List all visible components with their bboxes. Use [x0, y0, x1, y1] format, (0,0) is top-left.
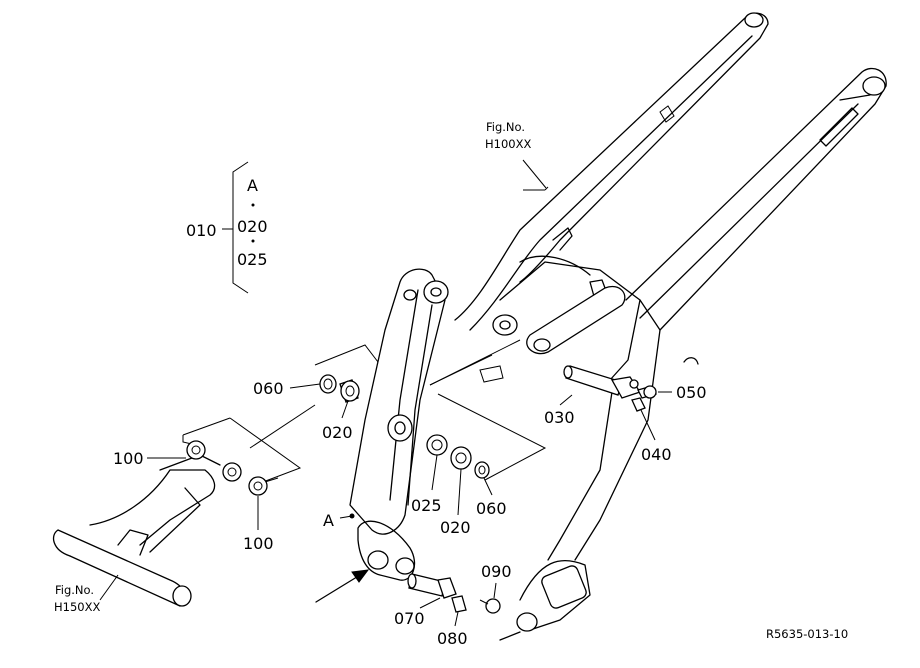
hardware-parts	[186, 365, 657, 614]
boom-arm	[454, 12, 887, 641]
callout-060-right: 060	[476, 499, 507, 518]
group-child-020-label: 020	[237, 217, 268, 236]
callout-020-left: 020	[322, 423, 353, 442]
fig-ref-h150-line2: H150XX	[54, 600, 100, 614]
callout-020-right: 020	[440, 518, 471, 537]
callout-050: 050	[676, 383, 707, 402]
figure-reference-h150: Fig.No. H150XX	[54, 583, 100, 614]
callout-060-left: 060	[253, 379, 284, 398]
assembly-planes	[182, 339, 547, 486]
part-callouts: 060 020 100 100 A 025 020 060 030 050 04…	[113, 379, 707, 648]
group-child-025-label: 025	[237, 250, 268, 269]
callout-080: 080	[437, 629, 468, 648]
fig-ref-h100-line1: Fig.No.	[486, 120, 525, 134]
callout-100-bottom: 100	[243, 534, 274, 553]
callout-a: A	[323, 511, 334, 530]
callout-070: 070	[394, 609, 425, 628]
callout-025: 025	[411, 496, 442, 515]
bucket-frame	[52, 454, 221, 607]
lift-link	[349, 268, 449, 581]
leader-lines	[99, 159, 672, 627]
figure-reference-h100: Fig.No. H100XX	[485, 120, 531, 151]
part-group-bracket: 010 A 020 025	[186, 161, 268, 294]
fig-ref-h100-line2: H100XX	[485, 137, 531, 151]
fig-ref-h150-line1: Fig.No.	[55, 583, 94, 597]
group-child-a-label: A	[247, 176, 258, 195]
callout-030: 030	[544, 408, 575, 427]
callout-040: 040	[641, 445, 672, 464]
callout-090: 090	[481, 562, 512, 581]
group-parent-label: 010	[186, 221, 217, 240]
direction-arrow	[315, 569, 370, 603]
drawing-code: R5635-013-10	[766, 627, 848, 641]
callout-100-left: 100	[113, 449, 144, 468]
